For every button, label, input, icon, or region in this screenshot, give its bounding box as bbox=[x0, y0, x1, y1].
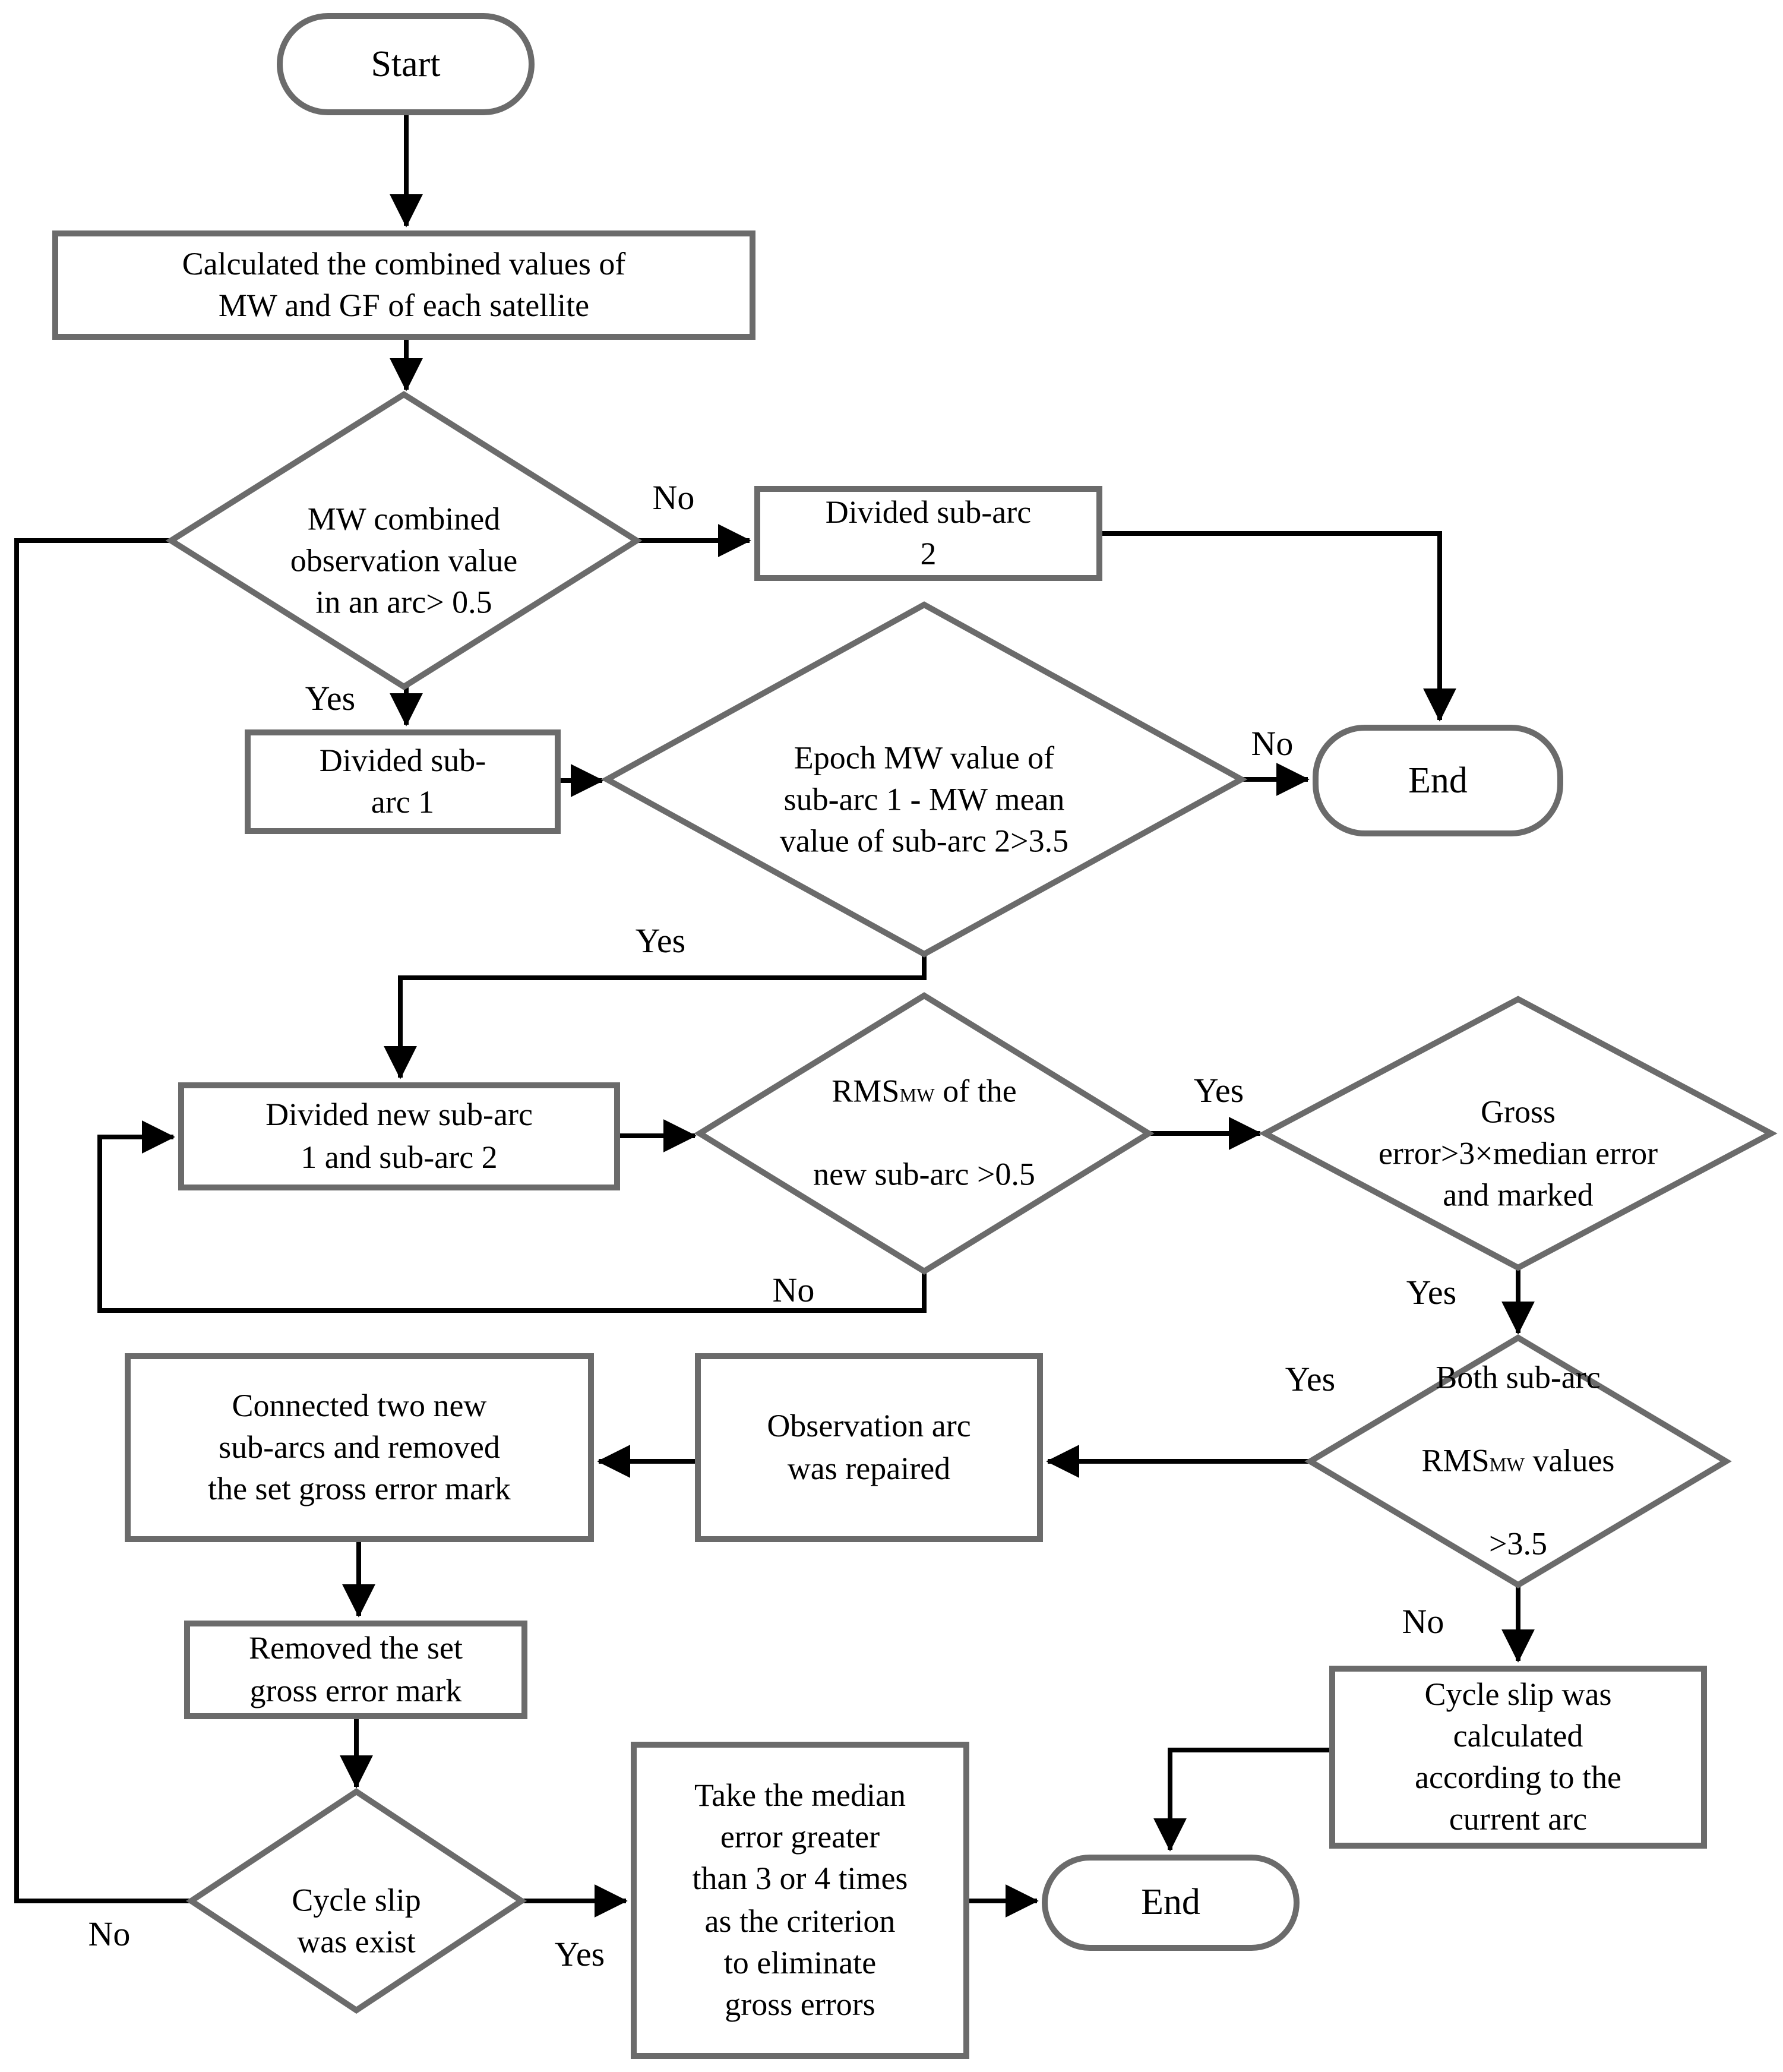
decision-gross-error-label: Gross error>3×median error and marked bbox=[1286, 1050, 1750, 1217]
process-cycle-slip-calculated-label: Cycle slip was calculated according to t… bbox=[1415, 1676, 1621, 1837]
process-divided-sub-arc-2: Divided sub-arc 2 bbox=[754, 486, 1102, 581]
process-divided-sub-arc-1-label: Divided sub- arc 1 bbox=[319, 742, 486, 820]
terminator-start: Start bbox=[277, 13, 535, 115]
edge-epochcheck-yes-to-newsubarc bbox=[384, 954, 927, 1079]
decision-mw-combined-text: MW combined observation value in an arc>… bbox=[290, 501, 518, 621]
terminator-end-bottom: End bbox=[1042, 1855, 1300, 1951]
process-connected-sub-arcs-label: Connected two new sub-arcs and removed t… bbox=[208, 1387, 511, 1507]
decision-rms-line1: RMSMW of the bbox=[746, 1071, 1102, 1113]
process-divided-sub-arc-1: Divided sub- arc 1 bbox=[245, 729, 561, 834]
rms-rest: of the bbox=[934, 1073, 1017, 1109]
process-take-median: Take the median error greater than 3 or … bbox=[631, 1742, 969, 2059]
both-rms-prefix: RMS bbox=[1421, 1442, 1490, 1479]
decision-epoch-mw-shape bbox=[600, 601, 1248, 958]
process-divided-new-sub-arc-label: Divided new sub-arc 1 and sub-arc 2 bbox=[265, 1097, 533, 1174]
decision-cycle-slip-exist-text: Cycle slip was exist bbox=[292, 1882, 421, 1960]
decision-epoch-mw-label: Epoch MW value of sub-arc 1 - MW mean va… bbox=[693, 696, 1156, 863]
process-removed-mark: Removed the set gross error mark bbox=[184, 1621, 527, 1719]
process-connected-sub-arcs: Connected two new sub-arcs and removed t… bbox=[125, 1353, 594, 1542]
decision-epoch-mw-text: Epoch MW value of sub-arc 1 - MW mean va… bbox=[779, 740, 1069, 860]
decision-rms-shape bbox=[694, 992, 1155, 1275]
process-calculated-combined-label: Calculated the combined values of MW and… bbox=[182, 245, 626, 323]
rms-subscript: MW bbox=[899, 1085, 935, 1107]
process-removed-mark-label: Removed the set gross error mark bbox=[249, 1630, 463, 1708]
decision-both-rms-shape bbox=[1304, 1334, 1732, 1588]
edge-label-yes-mw-combined: Yes bbox=[305, 680, 356, 718]
process-divided-new-sub-arc: Divided new sub-arc 1 and sub-arc 2 bbox=[178, 1082, 620, 1190]
edge-label-yes-rms: Yes bbox=[1193, 1072, 1244, 1110]
decision-gross-error-shape bbox=[1259, 996, 1778, 1271]
decision-mw-combined-label: MW combined observation value in an arc>… bbox=[220, 457, 588, 624]
process-divided-sub-arc-2-label: Divided sub-arc 2 bbox=[825, 494, 1032, 571]
decision-gross-error-text: Gross error>3×median error and marked bbox=[1378, 1094, 1658, 1214]
terminator-end-top: End bbox=[1313, 725, 1563, 836]
process-observation-repaired-label: Observation arc was repaired bbox=[767, 1408, 971, 1486]
edge-label-no-cycle-slip: No bbox=[88, 1916, 131, 1954]
edge-label-yes-epoch: Yes bbox=[635, 923, 686, 961]
both-rms-rest: values bbox=[1524, 1442, 1615, 1479]
decision-rms-label: RMSMW of the new sub-arc >0.5 bbox=[746, 1029, 1102, 1238]
process-take-median-label: Take the median error greater than 3 or … bbox=[692, 1777, 908, 2022]
edge-cycleslipcheck-no-loop-to-mwcheck bbox=[14, 538, 191, 1903]
decision-cycle-slip-exist-label: Cycle slip was exist bbox=[220, 1839, 493, 1964]
edge-label-yes-both: Yes bbox=[1285, 1361, 1336, 1399]
decision-mw-combined-shape bbox=[165, 391, 643, 690]
decision-both-rms-line2: RMSMW values bbox=[1358, 1441, 1678, 1482]
edge-label-yes-cycle-slip: Yes bbox=[554, 1936, 605, 1974]
edge-label-no-mw-combined: No bbox=[652, 479, 695, 517]
decision-both-rms-line1: Both sub-arc bbox=[1436, 1359, 1601, 1395]
edge-label-no-both: No bbox=[1402, 1603, 1444, 1641]
edge-rmscheck-no-loop-to-newsubarc bbox=[97, 1120, 927, 1313]
edge-subarc2-to-end-top bbox=[1102, 531, 1456, 722]
decision-both-rms-line3: >3.5 bbox=[1489, 1526, 1547, 1562]
both-rms-subscript: MW bbox=[1489, 1454, 1525, 1476]
process-calculated-combined: Calculated the combined values of MW and… bbox=[52, 230, 755, 340]
rms-prefix: RMS bbox=[832, 1073, 900, 1109]
edge-cyclecalc-to-end-bottom bbox=[1153, 1748, 1329, 1852]
process-observation-repaired: Observation arc was repaired bbox=[695, 1353, 1043, 1542]
process-cycle-slip-calculated: Cycle slip was calculated according to t… bbox=[1329, 1666, 1707, 1849]
decision-cycle-slip-exist-shape bbox=[185, 1788, 527, 2014]
terminator-end-top-label: End bbox=[1408, 759, 1468, 801]
decision-rms-line2: new sub-arc >0.5 bbox=[813, 1157, 1035, 1193]
edge-label-no-rms: No bbox=[772, 1272, 815, 1310]
terminator-start-label: Start bbox=[371, 42, 441, 84]
terminator-end-bottom-label: End bbox=[1141, 1881, 1200, 1923]
edge-label-no-epoch: No bbox=[1251, 725, 1294, 763]
edge-label-yes-gross: Yes bbox=[1406, 1274, 1457, 1312]
decision-both-rms-label: Both sub-arc RMSMW values >3.5 bbox=[1358, 1315, 1678, 1607]
